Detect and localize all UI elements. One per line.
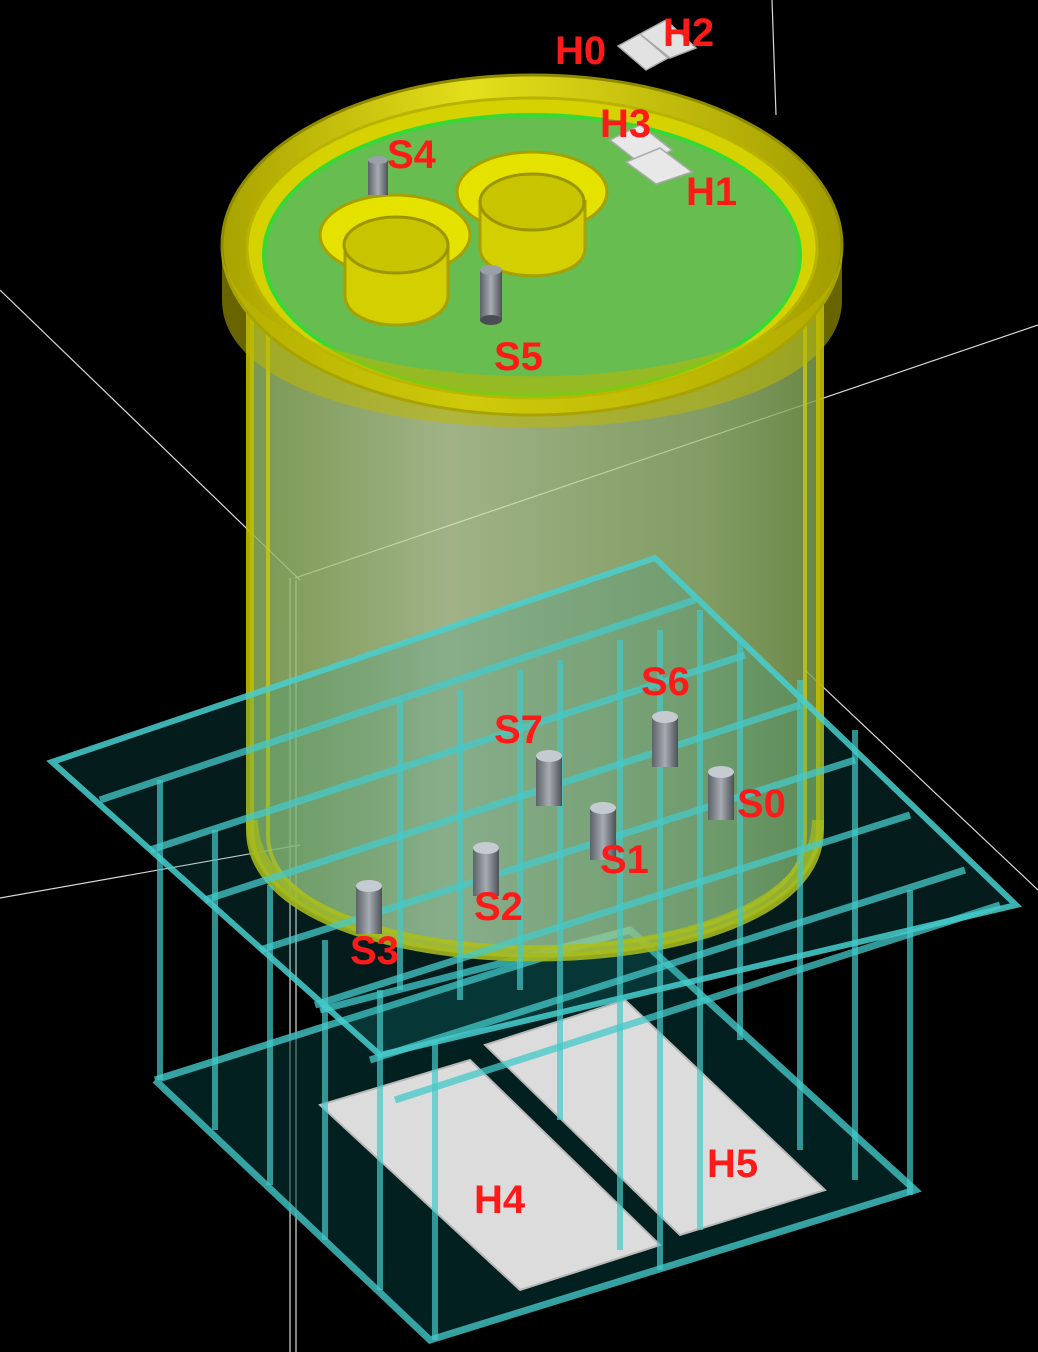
panel-h0 bbox=[616, 33, 670, 71]
label-s3: S3 bbox=[350, 929, 399, 973]
label-h4: H4 bbox=[474, 1178, 526, 1222]
label-s2: S2 bbox=[474, 885, 523, 929]
label-h5: H5 bbox=[707, 1142, 758, 1186]
label-s4: S4 bbox=[387, 133, 437, 177]
labels: H0 H2 H3 H1 S4 S5 S6 S7 S0 S1 S2 S3 H4 H… bbox=[350, 11, 786, 1222]
sensor-s4 bbox=[368, 156, 388, 195]
label-s1: S1 bbox=[600, 838, 649, 882]
label-h0: H0 bbox=[555, 29, 606, 73]
label-s0: S0 bbox=[737, 782, 786, 826]
panel-h5 bbox=[483, 998, 827, 1237]
label-s6: S6 bbox=[641, 660, 690, 704]
label-h3: H3 bbox=[600, 102, 651, 146]
label-s7: S7 bbox=[494, 708, 543, 752]
tank-bottom-rim bbox=[246, 819, 824, 958]
sensor-s5 bbox=[480, 265, 502, 325]
sensor-s7 bbox=[536, 750, 562, 806]
sensor-s1 bbox=[590, 802, 616, 860]
sensor-s6 bbox=[652, 711, 678, 767]
sensor-s3 bbox=[356, 880, 382, 934]
panel-h1 bbox=[624, 147, 694, 185]
panel-h2 bbox=[638, 19, 698, 59]
lid-port-right bbox=[455, 150, 609, 278]
tank-rim-front bbox=[222, 245, 842, 428]
label-h2: H2 bbox=[663, 11, 714, 55]
sensor-s2 bbox=[473, 842, 499, 896]
sensor-s0 bbox=[708, 766, 734, 820]
label-s5: S5 bbox=[494, 335, 543, 379]
tank-body bbox=[246, 246, 824, 962]
label-h1: H1 bbox=[686, 170, 737, 214]
lid-port-left bbox=[318, 193, 472, 327]
